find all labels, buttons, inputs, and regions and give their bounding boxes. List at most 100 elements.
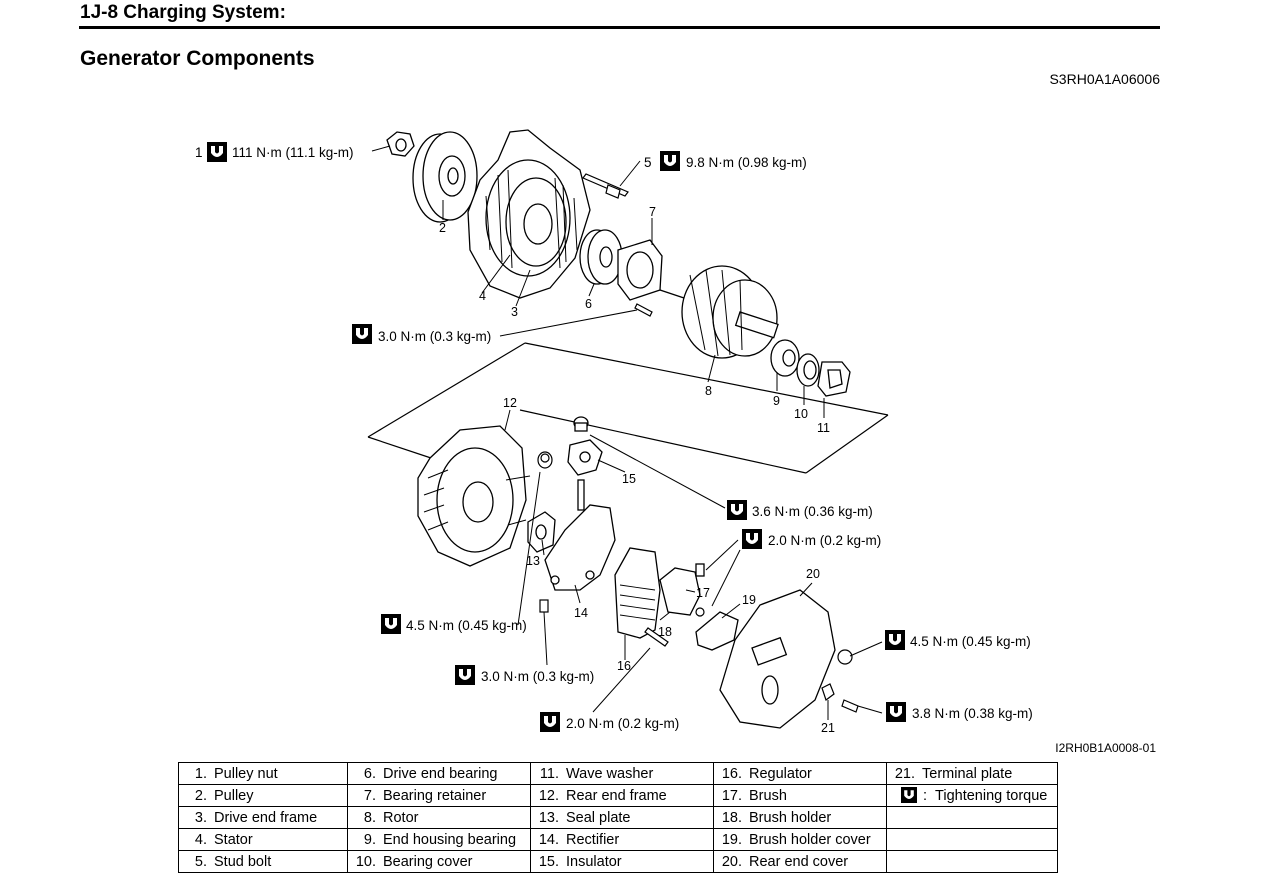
- tightening-torque-icon: [352, 324, 372, 344]
- callout-13: 13: [526, 554, 540, 568]
- legend-item-label: Pulley nut: [214, 765, 278, 782]
- tightening-torque-icon: [381, 614, 401, 634]
- legend-item-number: 11.: [539, 765, 559, 782]
- wave-washer-part: [817, 361, 851, 397]
- legend-cell: 3. Drive end frame: [178, 806, 348, 829]
- torque-label-terminal: 3.8 N·m (0.38 kg-m): [912, 706, 1033, 721]
- legend-cell: 21. Terminal plate: [886, 762, 1058, 785]
- legend-cell: 11. Wave washer: [530, 762, 714, 785]
- legend-item-number: 6.: [363, 765, 376, 782]
- legend-item-number: 12.: [538, 787, 559, 804]
- callout-21: 21: [821, 721, 835, 735]
- seal-plate-part: [527, 511, 556, 553]
- legend-item-label: End housing bearing: [383, 831, 517, 848]
- legend-cell: : Tightening torque: [886, 784, 1058, 807]
- legend-cell: 7.Bearing retainer: [347, 784, 531, 807]
- legend-item-label: Drive end bearing: [383, 765, 498, 782]
- legend-row: 4. Stator 9. End housing bearing 14. Rectifie…: [178, 828, 1058, 851]
- stud-bolt-part: [582, 173, 629, 199]
- legend-item-label: Rear end frame: [566, 787, 667, 804]
- legend-item-label: Brush holder cover: [749, 831, 871, 848]
- torque-ref-5: 5: [644, 155, 652, 170]
- legend-item-label: Wave washer: [566, 765, 654, 782]
- legend-item-label: Rectifier: [566, 831, 620, 848]
- legend-item-number: 2.: [194, 787, 207, 804]
- legend-cell: 8. Rotor: [347, 806, 531, 829]
- legend-item-number: 1.: [194, 765, 207, 782]
- brush-holder-cover-part: [695, 611, 739, 651]
- torque-label-1: 111 N·m (11.1 kg-m): [232, 145, 354, 160]
- legend-cell: 13.Seal plate: [530, 806, 714, 829]
- legend-cell: 9. End housing bearing: [347, 828, 531, 851]
- legend-cell: 18.Brush holder: [713, 806, 887, 829]
- legend-item-label: Tightening torque: [935, 788, 1048, 804]
- torque-label-brush-holder: 2.0 N·m (0.2 kg-m): [768, 533, 881, 548]
- legend-item-number: 4.: [194, 831, 207, 848]
- insulator-part: [567, 416, 603, 476]
- tightening-torque-icon: [455, 665, 475, 685]
- legend-item-label: Bearing retainer: [383, 787, 487, 804]
- leader-lines: [371, 145, 883, 720]
- legend-item-number: 17.: [721, 787, 742, 804]
- end-housing-bearing-part: [770, 339, 800, 377]
- legend-item-number: 5.: [194, 853, 207, 870]
- legend-item-label: Insulator: [566, 853, 622, 870]
- callout-9: 9: [773, 394, 780, 408]
- legend-item-label: Brush holder: [749, 809, 832, 826]
- tightening-torque-icon: [207, 142, 227, 162]
- legend-cell: 19. Brush holder cover: [713, 828, 887, 851]
- legend-item-number: 3.: [194, 809, 207, 826]
- legend-item-number: 20.: [721, 853, 742, 870]
- legend-item-label: Seal plate: [566, 809, 631, 826]
- legend-cell: [886, 828, 1058, 851]
- legend-item-label: Rear end cover: [749, 853, 849, 870]
- legend-item-number: 9.: [363, 831, 376, 848]
- legend-cell: 10. Bearing cover: [347, 850, 531, 873]
- parts-legend-table: 1. Pulley nut 6. Drive end bearing 11. Wave w…: [178, 762, 1058, 873]
- legend-item-number: 16.: [721, 765, 742, 782]
- legend-item-number: 19.: [721, 831, 742, 848]
- legend-item-number: 15.: [538, 853, 559, 870]
- legend-item-label: Bearing cover: [383, 853, 473, 870]
- legend-item-number: 21.: [894, 765, 915, 782]
- legend-cell: 1. Pulley nut: [178, 762, 348, 785]
- brush-holder-part: [659, 563, 705, 616]
- legend-item-label: Brush: [749, 787, 787, 804]
- legend-cell: 12. Rear end frame: [530, 784, 714, 807]
- torque-ref-1: 1: [195, 145, 203, 160]
- rotor-part: [659, 265, 779, 359]
- rectifier-part: [544, 479, 616, 591]
- terminal-plate-part: [821, 683, 859, 713]
- callout-8: 8: [705, 384, 712, 398]
- legend-row: 1. Pulley nut 6. Drive end bearing 11. Wave w…: [178, 762, 1058, 785]
- legend-item-label: Pulley: [214, 787, 254, 804]
- legend-item-label: Rotor: [383, 809, 419, 826]
- callout-16: 16: [617, 659, 631, 673]
- callout-17: 17: [696, 586, 710, 600]
- tightening-torque-icon: [540, 712, 560, 732]
- legend-key-colon: :: [923, 788, 928, 804]
- header-title: 1J-8 Charging System:: [80, 2, 286, 23]
- legend-item-number: 14.: [538, 831, 559, 848]
- callout-19: 19: [742, 593, 756, 607]
- legend-item-label: Drive end frame: [214, 809, 318, 826]
- legend-cell: 6. Drive end bearing: [347, 762, 531, 785]
- legend-item-label: Stator: [214, 831, 253, 848]
- torque-label-5: 9.8 N·m (0.98 kg-m): [686, 155, 807, 170]
- header-rule: [79, 26, 1160, 29]
- callout-11: 11: [817, 421, 830, 435]
- legend-item-number: 10.: [355, 853, 376, 870]
- legend-item-number: 8.: [363, 809, 376, 826]
- torque-label-regulator: 2.0 N·m (0.2 kg-m): [566, 716, 679, 731]
- legend-cell: [886, 806, 1058, 829]
- tightening-torque-icon: [885, 630, 905, 650]
- rear-end-cover-part: [719, 589, 836, 729]
- callout-4: 4: [479, 289, 486, 303]
- torque-label-cover-nut: 4.5 N·m (0.45 kg-m): [910, 634, 1031, 649]
- torque-label-rectifier: 3.0 N·m (0.3 kg-m): [481, 669, 594, 684]
- torque-label-rotor-screw: 3.0 N·m (0.3 kg-m): [378, 329, 491, 344]
- bearing-retainer-part: [617, 239, 663, 301]
- document-code: S3RH0A1A06006: [1049, 71, 1160, 87]
- legend-item-label: Terminal plate: [922, 765, 1013, 782]
- rear-end-frame-part: [417, 425, 527, 567]
